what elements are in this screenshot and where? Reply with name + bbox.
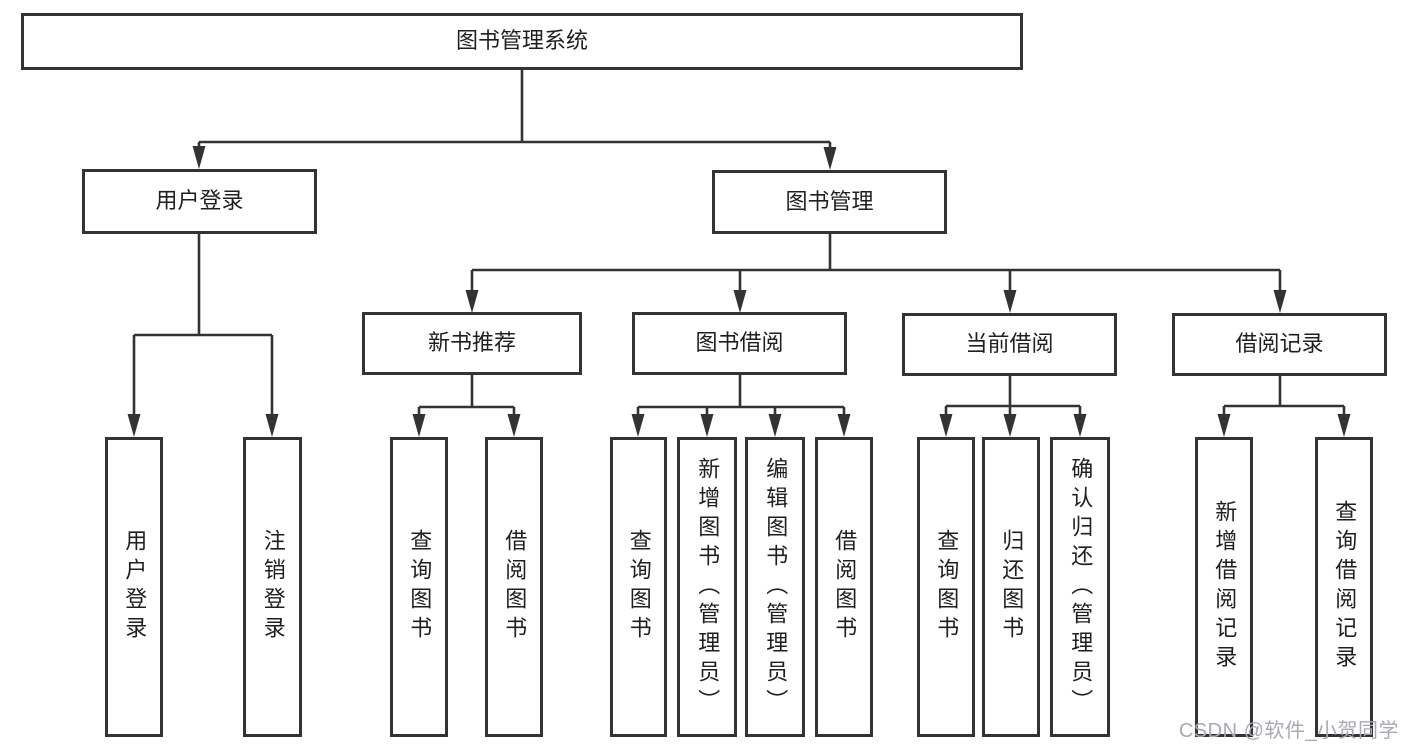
- arrowheads: [127, 146, 1351, 437]
- leaf-query-books-recommend: 查询图书: [390, 437, 448, 737]
- watermark: CSDN @软件_小贺同学: [1178, 720, 1399, 742]
- leaf-return-books: 归还图书: [982, 437, 1040, 737]
- leaf-confirm-return-admin: 确认归还（管理员）: [1050, 437, 1110, 737]
- leaf-add-borrow-record: 新增借阅记录: [1195, 437, 1253, 737]
- node-borrowing-records: 借阅记录: [1172, 313, 1387, 376]
- connector-book-borrow-split: [636, 375, 846, 416]
- leaf-user-login: 用户登录: [105, 437, 163, 737]
- leaf-query-books-current: 查询图书: [917, 437, 975, 737]
- leaf-borrow-books: 借阅图书: [815, 437, 873, 737]
- node-root: 图书管理系统: [21, 13, 1023, 70]
- connector-new-book-split: [417, 375, 516, 416]
- node-book-management: 图书管理: [712, 170, 947, 234]
- leaf-edit-books-admin: 编辑图书（管理员）: [745, 437, 805, 737]
- connector-user-login-split: [132, 234, 274, 416]
- leaf-query-books-borrowing: 查询图书: [610, 437, 667, 737]
- connector-book-management-split: [470, 234, 1282, 292]
- leaf-query-borrow-record: 查询借阅记录: [1315, 437, 1373, 737]
- leaf-add-books-admin: 新增图书（管理员）: [677, 437, 737, 737]
- leaf-logout: 注销登录: [243, 437, 302, 737]
- node-user-login: 用户登录: [82, 169, 317, 234]
- node-new-book-recommend: 新书推荐: [362, 312, 582, 375]
- node-current-borrowing: 当前借阅: [902, 313, 1117, 376]
- connector-root-split: [197, 69, 832, 149]
- leaf-borrow-books-recommend: 借阅图书: [485, 437, 543, 737]
- connector-borrow-record-split: [1222, 376, 1346, 416]
- node-book-borrowing: 图书借阅: [632, 312, 847, 375]
- connector-current-borrow-split: [944, 376, 1082, 416]
